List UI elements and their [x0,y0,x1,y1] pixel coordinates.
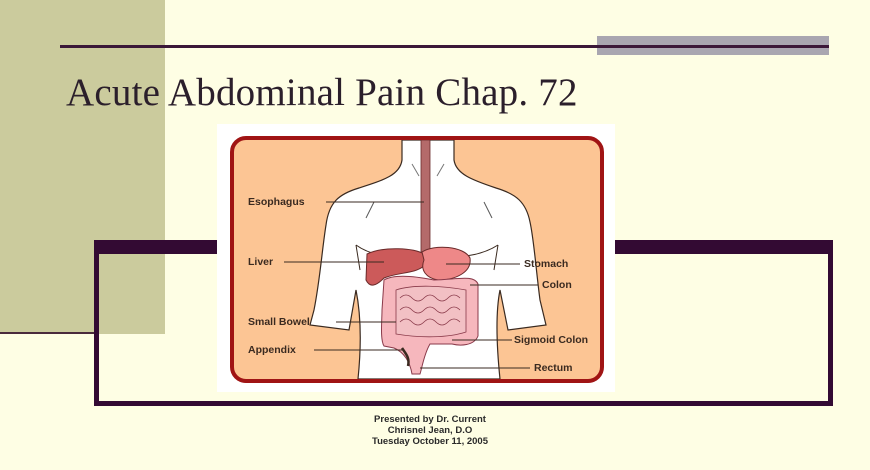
torso-anatomy-illustration [284,140,547,379]
title-divider-line [60,45,829,48]
decor-frame-right [828,240,833,406]
label-rectum: Rectum [534,362,573,374]
decor-frame-bottom [94,401,833,406]
label-colon: Colon [542,279,572,291]
presenter-name: Chrisnel Jean, D.O [387,425,473,436]
label-small-bowel: Small Bowel [248,316,310,328]
label-liver: Liver [248,256,274,268]
presenter-line: Presented by Dr. Current [374,414,486,425]
anatomy-figure: Esophagus Liver Small Bowel Appendix Sto… [230,136,604,383]
label-stomach: Stomach [524,258,569,270]
label-esophagus: Esophagus [248,196,305,208]
decor-frame-left [94,240,99,406]
decor-khaki-rule [0,332,96,334]
decor-khaki-panel [0,0,165,334]
label-sigmoid-colon: Sigmoid Colon [514,334,589,346]
slide-title: Acute Abdominal Pain Chap. 72 [66,71,578,114]
presentation-date: Tuesday October 11, 2005 [372,436,488,447]
label-appendix: Appendix [248,344,296,356]
presenter-info: Presented by Dr. Current Chrisnel Jean, … [300,414,560,447]
